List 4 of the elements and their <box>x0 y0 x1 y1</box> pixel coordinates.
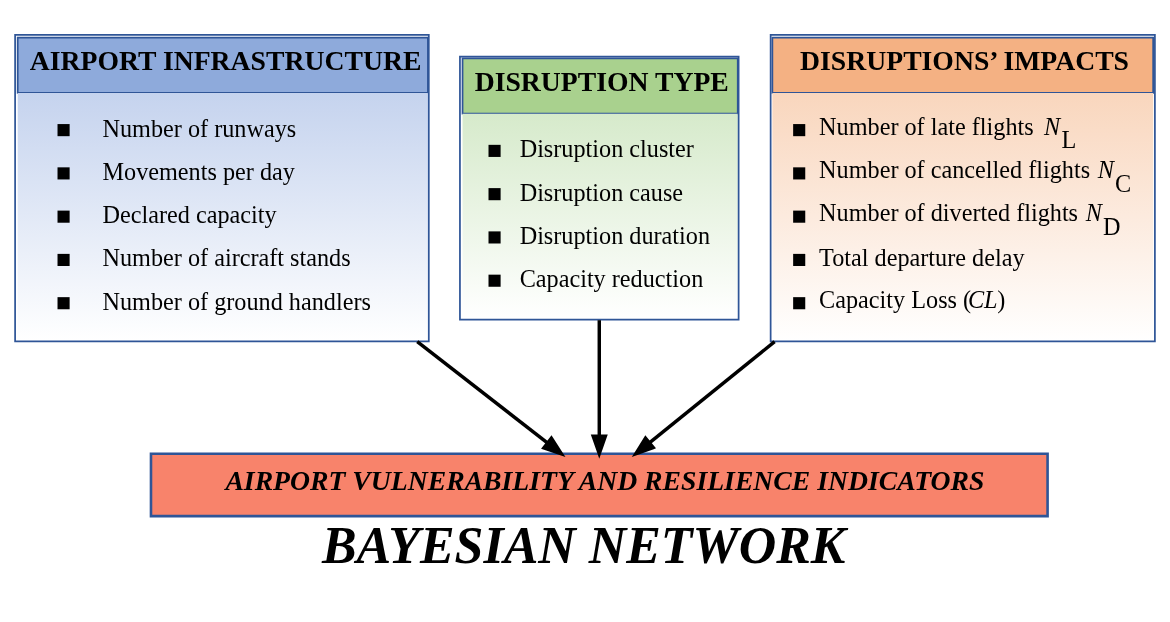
arrow <box>416 340 566 457</box>
arrow <box>631 340 776 457</box>
node-box: AIRPORT VULNERABILITY AND RESILIENCE INDICATORS <box>149 452 1049 518</box>
arrow <box>590 320 608 459</box>
